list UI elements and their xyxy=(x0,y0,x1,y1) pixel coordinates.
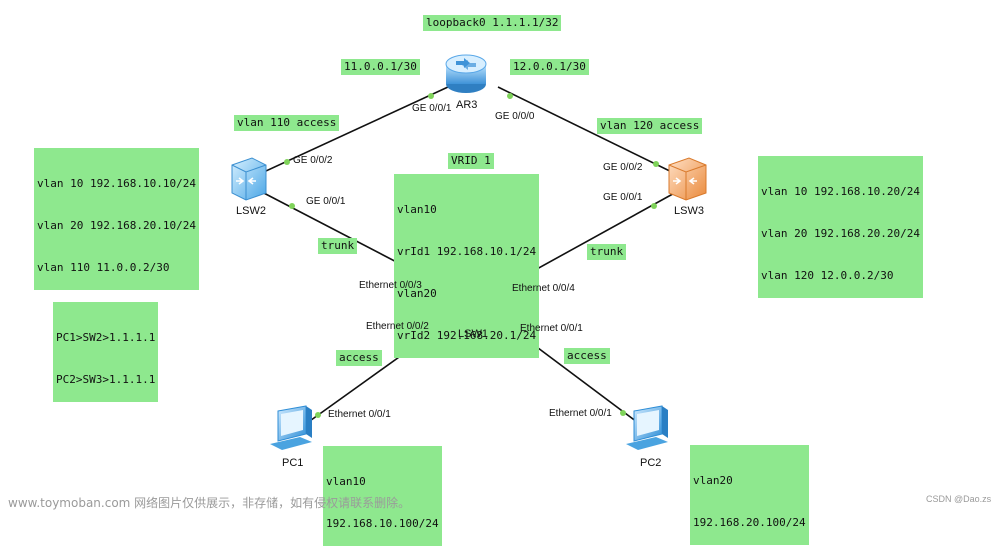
lsw2-config-line: vlan 110 11.0.0.2/30 xyxy=(37,261,170,274)
trunk-left-note: trunk xyxy=(318,238,358,254)
vlan120-access-note: vlan 120 access xyxy=(597,118,703,134)
port-dot xyxy=(653,161,659,167)
pc-icon[interactable] xyxy=(626,405,668,450)
link-ar3-lsw3 xyxy=(497,86,683,178)
core-switch-icon[interactable] xyxy=(668,157,707,201)
port-dot xyxy=(428,93,434,99)
lsw3-config-line: vlan 10 192.168.10.20/24 xyxy=(761,185,920,198)
pc2-config-note: vlan20 192.168.20.100/24 xyxy=(690,445,809,545)
access-left-note: access xyxy=(336,350,382,366)
watermark-text: www.toymoban.com 网络图片仅供展示，非存储，如有侵权请联系删除。 xyxy=(8,496,411,510)
path-line: PC2>SW3>1.1.1.1 xyxy=(56,373,156,386)
loopback-note: loopback0 1.1.1.1/32 xyxy=(423,15,562,31)
port-dot xyxy=(315,412,321,418)
port-label-lsw3-ge002: GE 0/0/2 xyxy=(603,162,643,173)
lsw3-config-line: vlan 120 12.0.0.2/30 xyxy=(761,269,894,282)
pc2-config-line: vlan20 xyxy=(693,474,733,487)
port-label-lsw3-ge001: GE 0/0/1 xyxy=(603,192,643,203)
device-label-lsw3: LSW3 xyxy=(674,205,704,217)
link-ar3-lsw2 xyxy=(252,86,449,178)
pc1-config-line: 192.168.10.100/24 xyxy=(326,517,439,530)
path-line: PC1>SW2>1.1.1.1 xyxy=(56,331,156,344)
vrid-config-line: vrId1 192.168.10.1/24 xyxy=(397,245,537,258)
port-dot xyxy=(507,93,513,99)
vrid-note: VRID 1 xyxy=(448,153,494,169)
port-dot xyxy=(620,410,626,416)
vlan110-access-note: vlan 110 access xyxy=(234,115,340,131)
pc2-config-line: 192.168.20.100/24 xyxy=(693,516,806,529)
trunk-right-note: trunk xyxy=(587,244,627,260)
lsw3-config-line: vlan 20 192.168.20.20/24 xyxy=(761,227,920,240)
vrid-config-note: vlan10 vrId1 192.168.10.1/24 vlan20 vrId… xyxy=(394,174,540,358)
device-label-pc2: PC2 xyxy=(640,457,662,469)
pc1-config-line: vlan10 xyxy=(326,475,366,488)
router-icon[interactable] xyxy=(445,54,487,93)
lsw2-config-line: vlan 10 192.168.10.10/24 xyxy=(37,177,196,190)
device-label-lsw2: LSW2 xyxy=(236,205,266,217)
vrid-config-line: vlan20 xyxy=(397,287,437,300)
credit-text: CSDN @Dao.zs xyxy=(926,494,992,504)
port-label-ar3-ge001: GE 0/0/1 xyxy=(412,103,452,114)
port-dot xyxy=(651,203,657,209)
pc-icon[interactable] xyxy=(270,405,312,450)
vrid-config-line: vlan10 xyxy=(397,203,437,216)
port-label-lsw2-ge002: GE 0/0/2 xyxy=(293,155,333,166)
port-label-lsw1-eth001: Ethernet 0/0/1 xyxy=(520,323,583,334)
port-dot xyxy=(284,159,290,165)
core-switch-icon[interactable] xyxy=(231,157,267,201)
lsw2-config-line: vlan 20 192.168.20.10/24 xyxy=(37,219,196,232)
port-label-lsw1-eth003: Ethernet 0/0/3 xyxy=(359,280,422,291)
vrid-config-line: vrId2 192.168.20.1/24 xyxy=(397,329,537,342)
ar3-left-ip-note: 11.0.0.1/30 xyxy=(341,59,420,75)
lsw3-config-note: vlan 10 192.168.10.20/24 vlan 20 192.168… xyxy=(758,156,923,298)
port-label-lsw1-eth002: Ethernet 0/0/2 xyxy=(366,321,429,332)
port-label-ar3-ge000: GE 0/0/0 xyxy=(495,111,535,122)
path-note: PC1>SW2>1.1.1.1 PC2>SW3>1.1.1.1 xyxy=(53,302,159,402)
lsw2-config-note: vlan 10 192.168.10.10/24 vlan 20 192.168… xyxy=(34,148,199,290)
port-label-lsw1-eth004: Ethernet 0/0/4 xyxy=(512,283,575,294)
port-label-pc1-eth001: Ethernet 0/0/1 xyxy=(328,409,391,420)
port-dot xyxy=(289,203,295,209)
ar3-right-ip-note: 12.0.0.1/30 xyxy=(510,59,589,75)
port-label-pc2-eth001: Ethernet 0/0/1 xyxy=(549,408,612,419)
device-label-ar3: AR3 xyxy=(456,99,478,111)
port-label-lsw2-ge001: GE 0/0/1 xyxy=(306,196,346,207)
access-right-note: access xyxy=(564,348,610,364)
device-label-lsw1: LSW1 xyxy=(458,328,488,340)
device-label-pc1: PC1 xyxy=(282,457,304,469)
